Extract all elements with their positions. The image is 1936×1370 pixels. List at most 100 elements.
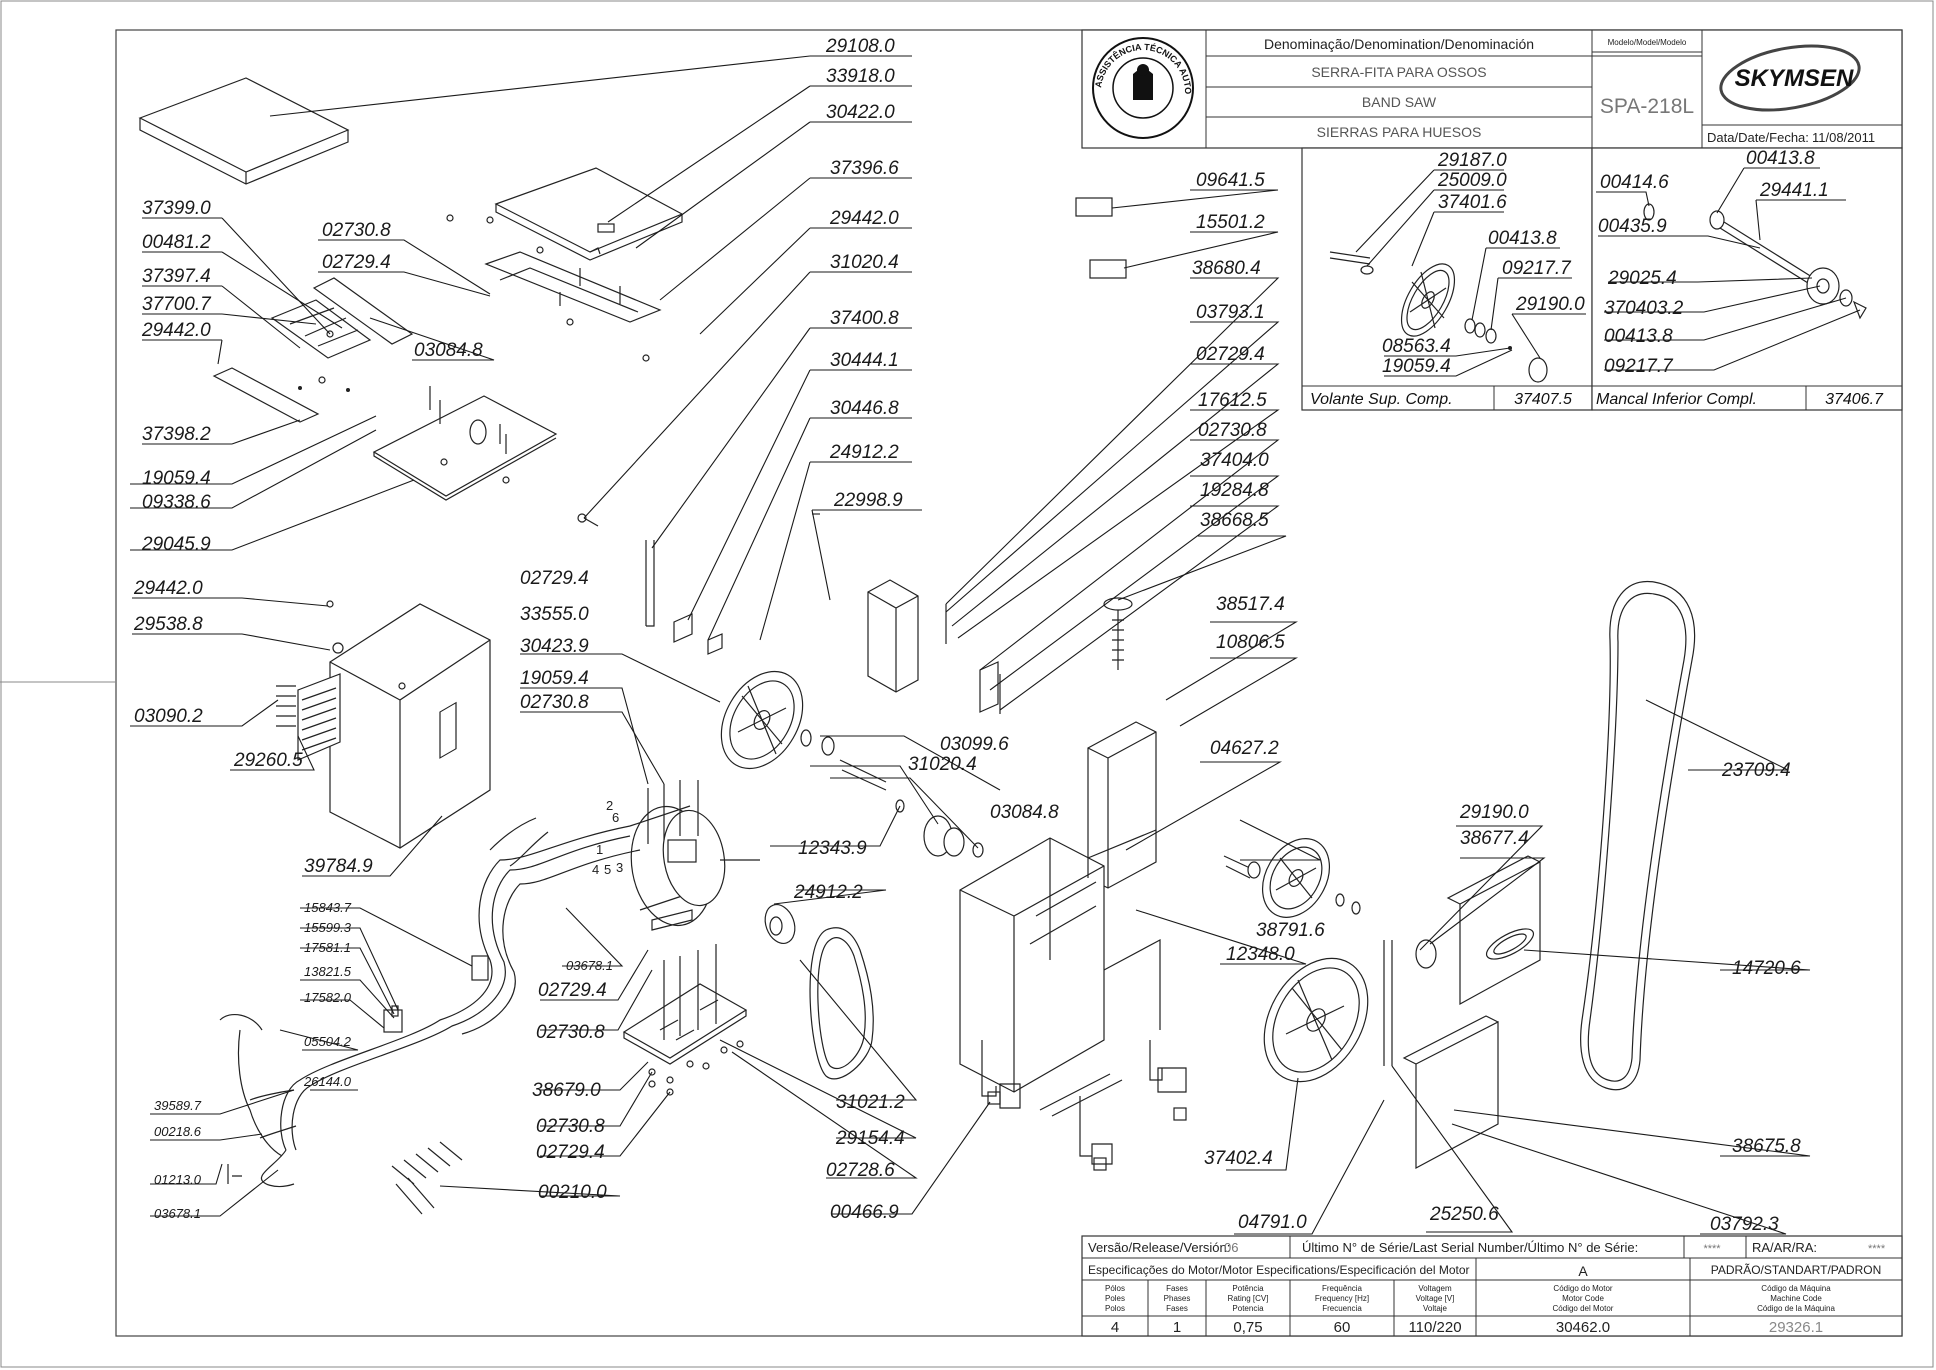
ref-09641-5: 09641.5 bbox=[1196, 170, 1265, 191]
ref-30423-9: 30423.9 bbox=[520, 636, 589, 657]
hdr-voltage-es: Voltaje bbox=[1423, 1304, 1448, 1313]
ref-19284-8: 19284.8 bbox=[1200, 480, 1269, 501]
hdr-poles-es: Polos bbox=[1105, 1304, 1125, 1313]
ref-37399-0: 37399.0 bbox=[142, 198, 211, 219]
ref-30446-8: 30446.8 bbox=[830, 398, 899, 419]
hdr-poles-en: Poles bbox=[1105, 1294, 1125, 1303]
hdr-phases-en: Phases bbox=[1164, 1294, 1191, 1303]
ref-17582-0: 17582.0 bbox=[304, 990, 352, 1005]
name-pt: SERRA-FITA PARA OSSOS bbox=[1311, 64, 1486, 80]
hdr-machine-code-pt: Código da Máquina bbox=[1761, 1284, 1831, 1293]
ref-09338-6: 09338.6 bbox=[142, 492, 211, 513]
ref-03084-8-b: 03084.8 bbox=[990, 802, 1059, 823]
ref-38791-6: 38791.6 bbox=[1256, 920, 1325, 941]
model-label: Modelo/Model/Modelo bbox=[1608, 38, 1687, 47]
model-value: SPA-218L bbox=[1600, 95, 1694, 118]
ref-19059-4-b: 19059.4 bbox=[520, 668, 589, 689]
ref-02730-8-b: 02730.8 bbox=[1198, 420, 1267, 441]
hdr-power-es: Potencia bbox=[1232, 1304, 1264, 1313]
ref-15599-3: 15599.3 bbox=[304, 920, 352, 935]
skymsen-logo: SKYMSEN bbox=[1719, 44, 1861, 112]
ref-33918-0: 33918.0 bbox=[826, 66, 895, 87]
ref-00218-6: 00218.6 bbox=[154, 1124, 202, 1139]
wire-4: 4 bbox=[592, 862, 599, 877]
motor-class: A bbox=[1578, 1263, 1588, 1279]
ref-12343-9: 12343.9 bbox=[798, 838, 867, 859]
ref-10806-5: 10806.5 bbox=[1216, 632, 1285, 653]
ref-12348-0: 12348.0 bbox=[1226, 944, 1295, 965]
hdr-motor-code-pt: Código do Motor bbox=[1553, 1284, 1612, 1293]
denomination-label: Denominação/Denomination/Denominación bbox=[1264, 36, 1534, 52]
ref-02729-4-a: 02729.4 bbox=[322, 252, 391, 273]
val-voltage: 110/220 bbox=[1408, 1319, 1461, 1336]
standard-label: PADRÃO/STANDART/PADRON bbox=[1711, 1263, 1881, 1277]
hdr-power-pt: Potência bbox=[1232, 1284, 1264, 1293]
ref-15501-2: 15501.2 bbox=[1196, 212, 1265, 233]
serial-value: **** bbox=[1703, 1243, 1721, 1255]
ref-25009-0: 25009.0 bbox=[1437, 170, 1507, 191]
ref-17612-5: 17612.5 bbox=[1198, 390, 1267, 411]
ref-02729-4-e: 02729.4 bbox=[536, 1142, 605, 1163]
ref-29442-0-c: 29442.0 bbox=[133, 578, 203, 599]
ref-14720-6: 14720.6 bbox=[1732, 958, 1801, 979]
ref-38668-5: 38668.5 bbox=[1200, 510, 1269, 531]
ref-29045-9: 29045.9 bbox=[141, 534, 211, 555]
inset-lower-code: 37406.7 bbox=[1825, 391, 1884, 408]
ref-09217-7: 09217.7 bbox=[1502, 258, 1572, 279]
ref-29108-0: 29108.0 bbox=[825, 36, 895, 57]
ref-00413-8-top: 00413.8 bbox=[1746, 148, 1815, 169]
ref-01213-0: 01213.0 bbox=[154, 1172, 202, 1187]
ref-04627-2: 04627.2 bbox=[1210, 738, 1279, 759]
ref-29442-0-a: 29442.0 bbox=[829, 208, 899, 229]
footer-table: Versão/Release/Versión: 06 Último N° de … bbox=[1081, 1235, 1903, 1337]
ref-37404-0: 37404.0 bbox=[1200, 450, 1269, 471]
ra-value: **** bbox=[1868, 1243, 1886, 1255]
ref-38680-4: 38680.4 bbox=[1192, 258, 1261, 279]
inset-upper-code: 37407.5 bbox=[1514, 391, 1572, 408]
ref-03792-3: 03792.3 bbox=[1710, 1214, 1779, 1235]
ref-39784-9: 39784.9 bbox=[304, 856, 373, 877]
ref-23709-4: 23709.4 bbox=[1721, 760, 1791, 781]
motor-spec-label: Especificações do Motor/Motor Especifica… bbox=[1088, 1263, 1470, 1277]
ref-31021-2: 31021.2 bbox=[836, 1092, 905, 1113]
wire-2: 2 bbox=[606, 798, 613, 813]
ref-02728-6: 02728.6 bbox=[826, 1160, 895, 1181]
ref-29441-1: 29441.1 bbox=[1759, 180, 1829, 201]
ref-03099-6: 03099.6 bbox=[940, 734, 1009, 755]
version-value: 06 bbox=[1224, 1240, 1238, 1255]
ref-37400-8: 37400.8 bbox=[830, 308, 899, 329]
ref-04791-0: 04791.0 bbox=[1238, 1212, 1307, 1233]
ref-37401-6: 37401.6 bbox=[1438, 192, 1507, 213]
hdr-machine-code-en: Machine Code bbox=[1770, 1294, 1822, 1303]
ref-03090-2: 03090.2 bbox=[134, 706, 203, 727]
hdr-poles-pt: Pólos bbox=[1105, 1284, 1125, 1293]
ref-37398-2: 37398.2 bbox=[142, 424, 211, 445]
hdr-motor-code-en: Motor Code bbox=[1562, 1294, 1604, 1303]
hdr-freq-pt: Frequência bbox=[1322, 1284, 1363, 1293]
ref-38517-4: 38517.4 bbox=[1216, 594, 1285, 615]
ref-38679-0: 38679.0 bbox=[532, 1080, 601, 1101]
val-frequency: 60 bbox=[1334, 1319, 1351, 1336]
hdr-voltage-pt: Voltagem bbox=[1418, 1284, 1452, 1293]
ref-26144-0: 26144.0 bbox=[303, 1074, 352, 1089]
ref-03678-1-b: 03678.1 bbox=[154, 1206, 201, 1221]
ref-00481-2: 00481.2 bbox=[142, 232, 211, 253]
ref-24912-2-b: 24912.2 bbox=[793, 882, 863, 903]
ref-25250-6: 25250.6 bbox=[1429, 1204, 1499, 1225]
inset-upper-title: Volante Sup. Comp. bbox=[1310, 391, 1453, 408]
ref-29154-4: 29154.4 bbox=[835, 1128, 905, 1149]
ref-00413-8: 00413.8 bbox=[1488, 228, 1557, 249]
ref-38677-4: 38677.4 bbox=[1460, 828, 1529, 849]
ref-39589-7: 39589.7 bbox=[154, 1098, 202, 1113]
ref-31020-4-b: 31020.4 bbox=[908, 754, 977, 775]
ref-05504-2: 05504.2 bbox=[304, 1034, 352, 1049]
drawing-frame bbox=[115, 29, 1903, 1337]
ref-13821-5: 13821.5 bbox=[304, 964, 352, 979]
ref-30422-0: 30422.0 bbox=[826, 102, 895, 123]
ref-00413-8-bottom: 00413.8 bbox=[1604, 326, 1673, 347]
hdr-freq-en: Frequency [Hz] bbox=[1315, 1294, 1369, 1303]
date-label: Data/Date/Fecha: bbox=[1707, 130, 1809, 145]
ref-00414-6: 00414.6 bbox=[1600, 172, 1669, 193]
hdr-power-en: Rating [CV] bbox=[1228, 1294, 1269, 1303]
